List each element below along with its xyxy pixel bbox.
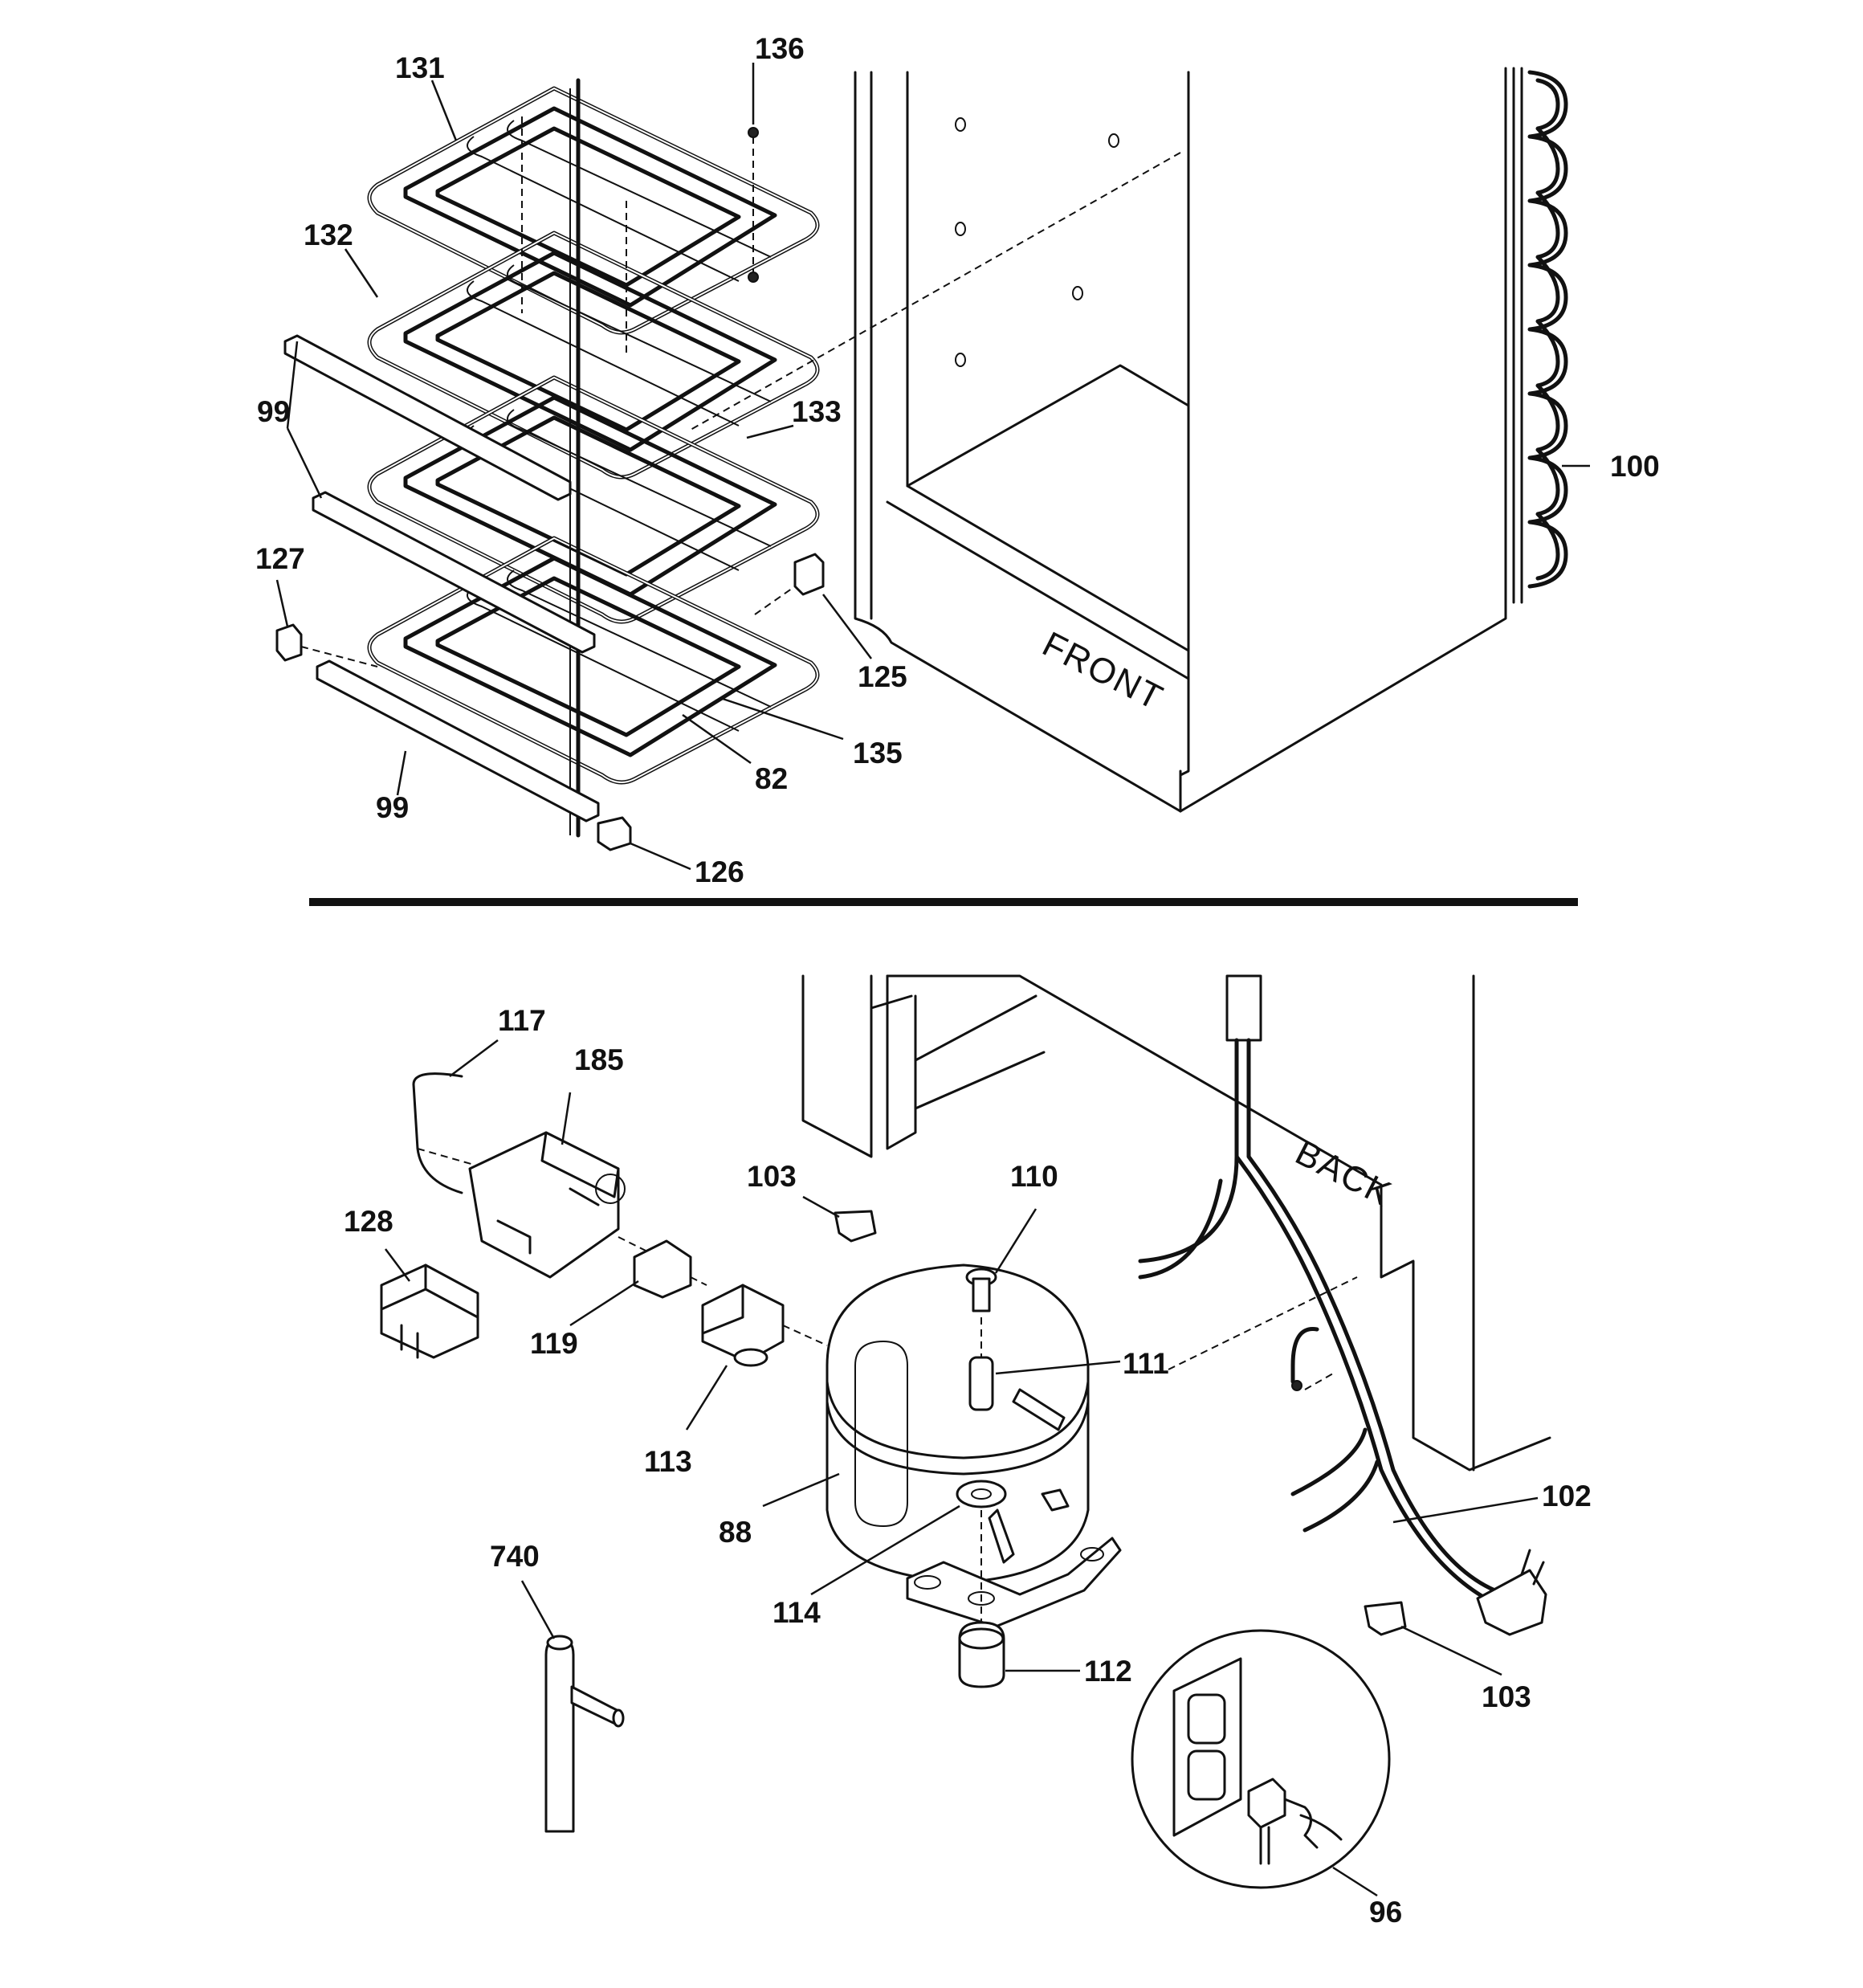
start-relay-113 [701,1284,828,1367]
callout-133: 133 [792,395,842,428]
callout-132: 132 [304,218,353,251]
callout-131: 131 [395,51,445,84]
shelf-rail-99-top [283,334,572,501]
callout-117: 117 [498,1004,546,1037]
callout-110: 110 [1010,1160,1058,1193]
power-cord-102 [1138,974,1547,1636]
callout-88: 88 [719,1516,752,1549]
callout-185: 185 [574,1043,624,1076]
shelf-rail-99-mid [312,491,596,654]
callout-103-left: 103 [747,1160,797,1193]
clip-125 [793,553,825,596]
callout-119: 119 [530,1327,578,1360]
cord-clamp-103-left [834,1210,877,1243]
callout-102: 102 [1542,1480,1592,1512]
callout-126: 126 [695,855,744,888]
condenser-coil-100 [1504,67,1568,604]
callout-113: 113 [644,1445,692,1478]
callout-111: 111 [1123,1347,1169,1380]
evaporator-shelf-assembly [275,78,825,851]
callout-128: 128 [344,1205,393,1238]
section-divider [309,898,1578,906]
clip-127 [275,623,303,662]
service-tube-740 [544,1635,625,1833]
screw-136-top [748,127,759,138]
front-marking: FRONT [1036,624,1169,718]
callout-103-right: 103 [1482,1680,1531,1713]
relay-128 [380,1263,479,1359]
outlet-detail-96 [1131,1629,1391,1889]
callout-125: 125 [858,660,907,693]
callout-99-bottom: 99 [376,791,409,824]
overload-119 [633,1239,692,1299]
cover-185 [412,1072,651,1279]
callout-labels: 131 136 132 99 133 100 127 125 135 82 99… [255,32,1660,1929]
callout-135: 135 [853,737,903,769]
callout-82: 82 [755,762,788,795]
grommet-112 [958,1621,1005,1688]
back-marking: BACK [1289,1133,1398,1214]
shelf-rail-99-bottom [316,659,600,823]
callout-114: 114 [773,1596,821,1629]
leader-lines [275,63,1590,1897]
callout-96: 96 [1369,1896,1402,1929]
callout-99-top: 99 [257,395,290,428]
callout-100: 100 [1610,450,1660,483]
callout-112: 112 [1084,1655,1132,1688]
callout-740: 740 [490,1540,540,1573]
cord-clamp-103-right [1364,1601,1407,1636]
wire-117 [412,1072,463,1194]
clip-126 [597,816,632,851]
shelf-135 [367,536,820,785]
callout-136: 136 [755,32,805,65]
screw-136-mid [748,271,759,283]
cabinet-liner: FRONT [690,71,1507,813]
callout-127: 127 [255,542,305,575]
compressor-88 [826,1263,1122,1628]
